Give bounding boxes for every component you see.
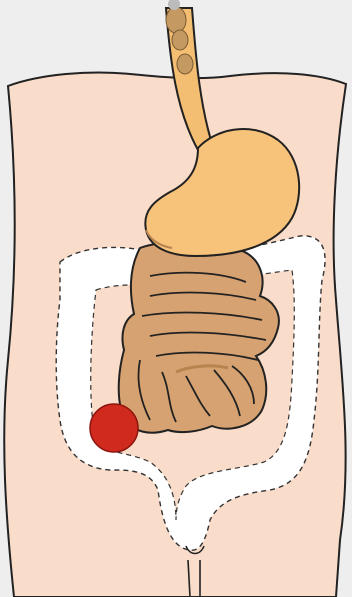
appendix-marker-icon: [90, 404, 138, 452]
small-intestine-icon: [119, 242, 279, 432]
food-bolus: [177, 54, 193, 74]
food-bolus: [166, 7, 186, 33]
food-bolus: [172, 30, 188, 50]
